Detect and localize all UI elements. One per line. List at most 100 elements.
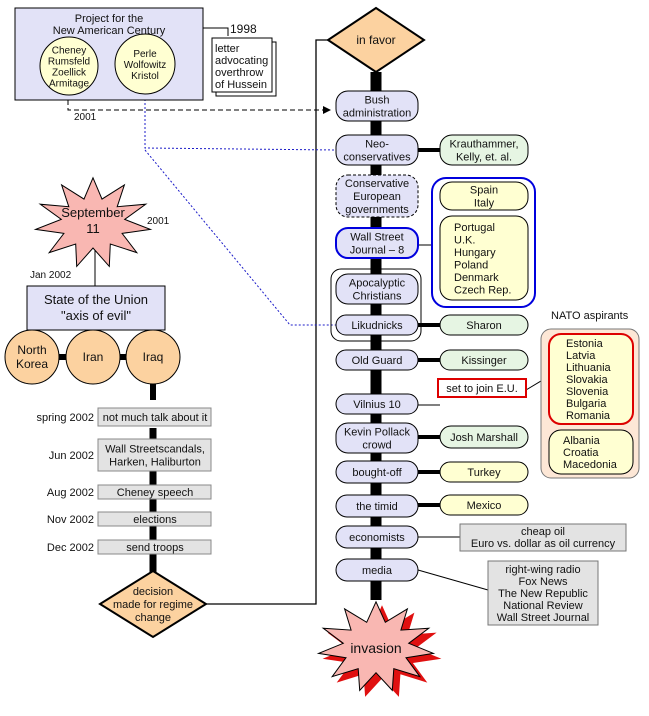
turkey-pill-text: Turkey [467,467,501,479]
nato-eu-country: Bulgaria [566,398,607,410]
media-outlet: Wall Street Journal [497,612,590,624]
european-group-outline [431,177,536,308]
european-country: Hungary [454,247,496,259]
nato-title: NATO aspirants [551,310,629,322]
nato-eu-country: Lithuania [566,362,612,374]
pnac-member-name: Kristol [131,71,159,82]
neocons-people-text: Kelly, et. al. [456,152,512,164]
sotu-date: Jan 2002 [30,270,72,281]
column-node-label: Likudnicks [351,320,403,332]
neocons-people [439,134,529,166]
timeline-event-box [97,438,212,472]
josh-marshall-pill [439,425,529,449]
column-node-label: Apocalyptic [349,278,406,290]
september-11-label-line2: 11 [86,221,100,236]
column-node-label: the timid [356,501,398,513]
decision-line: change [135,612,171,624]
column-node-label: media [362,565,393,577]
column-node [335,90,419,122]
september-11-burst [33,176,153,268]
neocons-people-text: Krauthammer, [449,139,518,151]
column-node [335,494,419,518]
nato-lists: EstoniaLatviaLithuaniaSlovakiaSloveniaBu… [563,338,618,471]
pnac-member-name: Perle [133,49,157,60]
economists-text: Euro vs. dollar as oil currency [471,538,616,550]
nato-eu-country: Latvia [566,350,596,362]
pnac-circle-right [114,33,176,95]
timeline-event-text: not much talk about it [103,412,208,424]
pnac-member-name: Zoellick [52,68,87,79]
nato-other-country: Macedonia [563,459,618,471]
christian-group-outline [330,268,422,342]
nato-eu-country: Slovakia [566,374,608,386]
timeline-date: Dec 2002 [47,542,94,554]
media-outlet: The New Republic [498,588,588,600]
pnac-circle-left [39,36,99,96]
country-name: Korea [16,357,48,371]
in-favor-column: BushadministrationNeo-conservativesConse… [335,90,419,582]
media-box [487,560,599,626]
invasion-label: invasion [350,640,401,656]
column-node [335,174,419,218]
nato-eu-country: Slovenia [566,386,609,398]
column-node [335,460,419,484]
letter-line: letter [215,43,240,55]
in-favor-diamond [326,6,426,74]
letter-line: overthrow [215,67,263,79]
country-name: Iran [83,350,104,364]
column-node-label: Neo- [365,139,389,151]
column-node [335,314,419,336]
european-country: Poland [454,259,488,271]
nato-eu-country: Romania [566,410,611,422]
blue-dotted-neocon [144,95,338,151]
sharon-pill-text: Sharon [466,320,501,332]
nato-others-box [548,429,634,475]
spain-italy-box-text: Italy [474,198,495,210]
decision-line: made for regime [113,599,193,611]
column-node [335,134,419,166]
nato-eu-bound-box [548,333,634,425]
nato-eu-country: Estonia [566,338,604,350]
european-country: Portugal [454,222,495,234]
column-node [335,227,419,259]
pnac-member-name: Cheney [52,46,86,57]
country-circle [125,329,181,385]
decision-diamond [98,569,208,639]
column-node-label: Kevin Pollack [344,427,411,439]
sotu-box [26,285,166,331]
timeline-date: spring 2002 [37,412,95,424]
letter-line: of Hussein [215,79,267,91]
column-node-label: European [353,191,401,203]
column-node-label: Vilnius 10 [353,399,401,411]
mexico-pill [439,494,529,516]
year-1998: 1998 [230,22,257,36]
sotu-label-line2: "axis of evil" [61,308,131,323]
pnac-title-line2: New American Century [53,25,166,37]
column-node-label: Wall Street [350,232,403,244]
mexico-pill-text: Mexico [467,500,502,512]
column-node-label: crowd [362,440,391,452]
country-circle [4,329,60,385]
country-name: Iraq [143,350,164,364]
josh-marshall-pill-text: Josh Marshall [450,432,518,444]
spain-italy-box [439,181,529,211]
timeline-event-text: Cheney speech [117,487,193,499]
column-node-label: conservatives [343,152,411,164]
blue-dotted-likud [144,149,336,326]
column-node-label: bought-off [352,467,402,479]
timeline-event-text: send troops [126,542,184,554]
column-node-label: Christians [353,291,402,303]
economists-box [459,523,627,552]
column-node-label: Journal – 8 [350,245,404,257]
pnac-member-name: Rumsfeld [48,57,90,68]
column-node-label: governments [345,204,409,216]
invasion-burst [316,600,436,692]
letter-line: advocating [215,55,268,67]
sept11-year: 2001 [147,216,170,227]
